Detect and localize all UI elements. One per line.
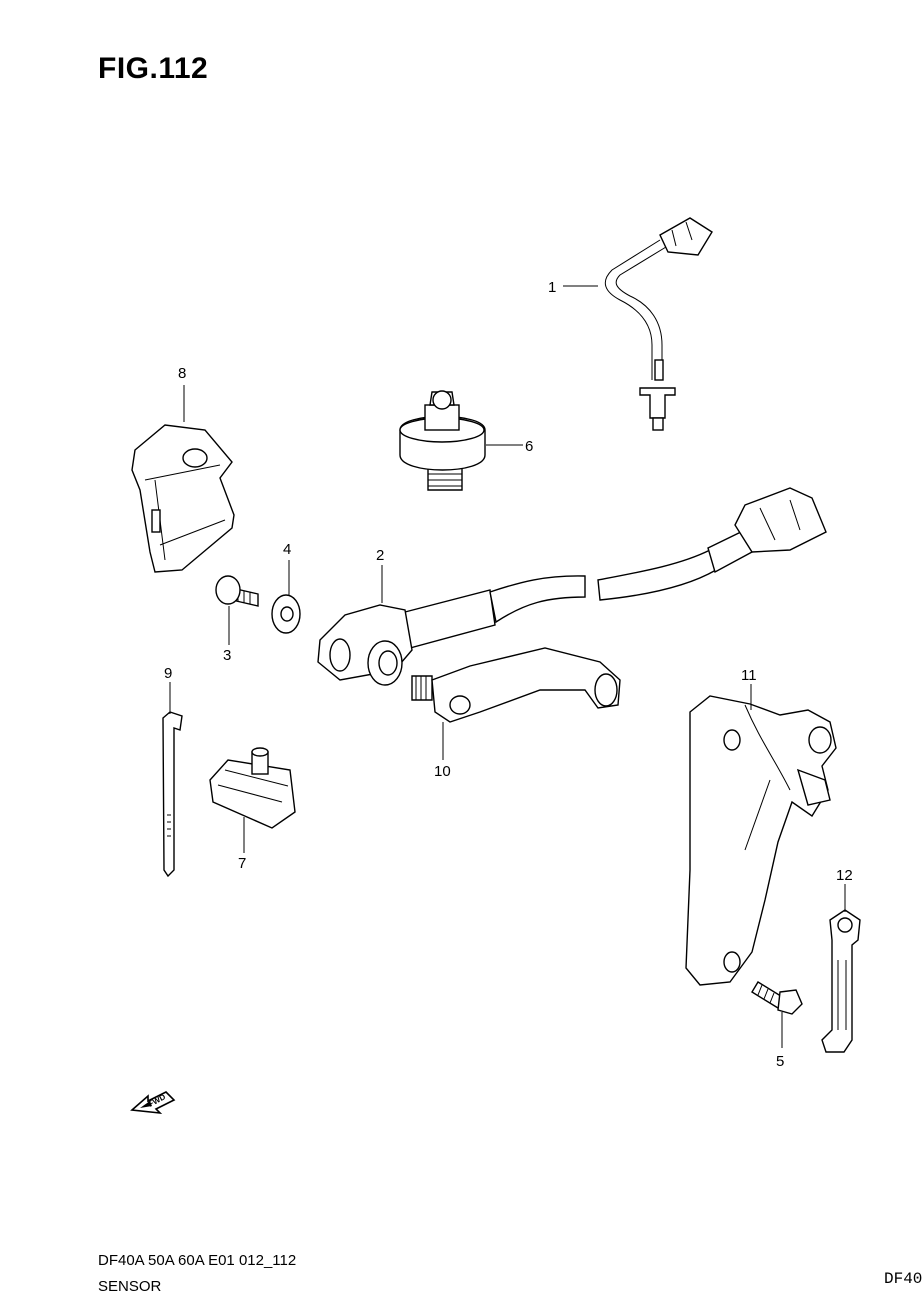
part-10-lever[interactable] — [411, 647, 621, 723]
callout-5: 5 — [776, 1053, 784, 1070]
part-11-bracket[interactable] — [685, 695, 837, 986]
callout-4: 4 — [283, 541, 291, 558]
footer-model-code: DF40A 50A 60A E01 012_112 — [98, 1252, 297, 1269]
footer-page-ref: DF40 — [884, 1270, 923, 1288]
fwd-arrow-icon: FWD — [130, 1091, 176, 1115]
figure-title: FIG.112 — [98, 52, 209, 85]
callout-10: 10 — [434, 763, 451, 780]
callout-1: 1 — [548, 279, 556, 296]
callout-11: 11 — [741, 667, 757, 684]
callout-9: 9 — [164, 665, 172, 682]
part-1-sensor-wire[interactable] — [604, 217, 713, 431]
part-3-bolt[interactable] — [215, 575, 259, 607]
callout-12: 12 — [836, 867, 853, 884]
callout-3: 3 — [223, 647, 231, 664]
part-4-washer[interactable] — [271, 594, 301, 634]
part-8-bracket[interactable] — [131, 424, 235, 573]
part-6-pressure-switch[interactable] — [399, 390, 486, 491]
part-12-strap[interactable] — [821, 909, 861, 1053]
footer-section-name: SENSOR — [98, 1278, 162, 1295]
part-9-cable-tie[interactable] — [162, 711, 183, 878]
part-2-sensor-harness[interactable] — [317, 487, 827, 686]
callout-6: 6 — [525, 438, 533, 455]
part-7-clip[interactable] — [209, 747, 296, 829]
callout-7: 7 — [238, 855, 246, 872]
callout-8: 8 — [178, 365, 186, 382]
callout-2: 2 — [376, 547, 384, 564]
part-5-bolt[interactable] — [751, 981, 803, 1015]
